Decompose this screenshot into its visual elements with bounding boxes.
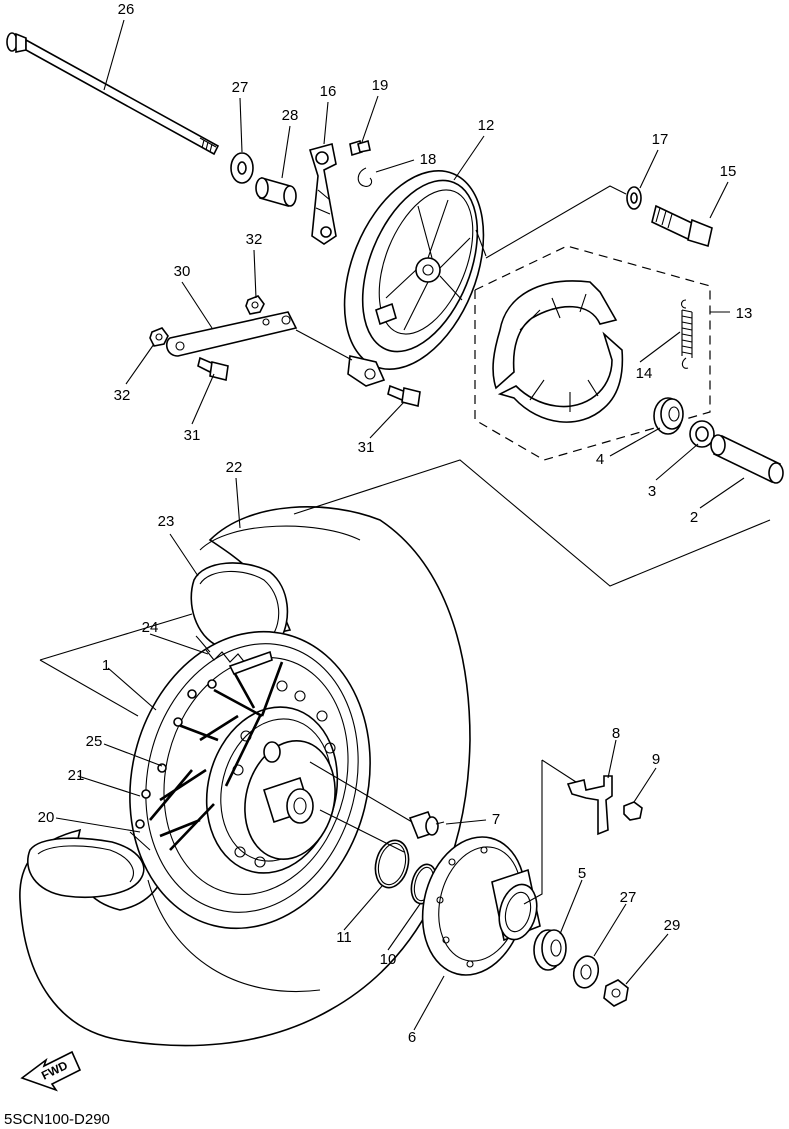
washer-top-part <box>230 152 254 184</box>
forward-arrow-icon: FWD <box>20 1050 82 1092</box>
callout-31-left: 31 <box>184 427 201 444</box>
callout-13: 13 <box>736 305 753 322</box>
leader-lines <box>55 19 745 1031</box>
callout-12: 12 <box>478 117 495 134</box>
callout-10: 10 <box>380 951 397 968</box>
spokes-part <box>149 661 284 851</box>
callout-24: 24 <box>142 619 159 636</box>
rim-band-part <box>195 635 273 675</box>
callout-26: 26 <box>118 1 135 18</box>
callout-17: 17 <box>652 131 669 148</box>
brake-lever-part <box>308 143 337 245</box>
locking-plate-part <box>566 775 613 836</box>
callout-29: 29 <box>664 917 681 934</box>
clutch-hub-part <box>421 836 541 976</box>
tube-band-part <box>27 831 151 899</box>
bolt-31-right-part <box>387 384 421 407</box>
callout-27-top: 27 <box>232 79 249 96</box>
callout-7: 7 <box>492 811 500 828</box>
assembly-guide-lines <box>39 185 771 905</box>
spoke-nipples-part <box>135 679 217 829</box>
callout-8: 8 <box>612 725 620 742</box>
callout-22: 22 <box>226 459 243 476</box>
tension-bar-part <box>165 311 298 357</box>
bearing-5-part <box>533 929 567 971</box>
nut-32-left-part <box>149 327 169 347</box>
callout-23: 23 <box>158 513 175 530</box>
callout-5: 5 <box>578 865 586 882</box>
callout-20: 20 <box>38 809 55 826</box>
hub-part <box>244 740 336 860</box>
callout-2: 2 <box>690 509 698 526</box>
callout-16: 16 <box>320 83 337 100</box>
callout-11: 11 <box>336 929 352 946</box>
axle-part <box>6 32 220 156</box>
callout-21: 21 <box>68 767 85 784</box>
camshaft-part <box>651 204 713 248</box>
callout-27-bottom: 27 <box>620 889 637 906</box>
callout-15: 15 <box>720 163 737 180</box>
bolt-31-left-part <box>197 356 229 381</box>
callout-25: 25 <box>86 733 103 750</box>
brake-shoe-plate-part <box>343 170 487 387</box>
clip-part <box>357 167 373 187</box>
nut-9-part <box>623 801 643 821</box>
callout-1: 1 <box>102 657 110 674</box>
callout-9: 9 <box>652 751 660 768</box>
o-ring-11-part <box>374 839 410 889</box>
brake-shoes-part <box>492 280 624 423</box>
callout-32-top: 32 <box>246 231 263 248</box>
callout-14: 14 <box>636 365 653 382</box>
bolt-19-part <box>349 139 371 157</box>
callout-28: 28 <box>282 107 299 124</box>
nut-32-top-part <box>245 295 265 315</box>
callout-31-right: 31 <box>358 439 375 456</box>
callout-30: 30 <box>174 263 191 280</box>
diagram-code: 5SCN100-D290 <box>4 1111 110 1128</box>
brake-shoe-kit-outline <box>474 245 711 461</box>
spacer-part <box>710 434 784 484</box>
nut-29-part <box>603 979 629 1007</box>
callout-18: 18 <box>420 151 437 168</box>
collar-part <box>255 176 297 208</box>
callout-32-left: 32 <box>114 387 131 404</box>
seal-17-part <box>626 186 642 210</box>
bearing-4-part <box>653 397 684 435</box>
callout-19: 19 <box>372 77 389 94</box>
callout-4: 4 <box>596 451 604 468</box>
washer-bottom-part <box>572 955 600 989</box>
seal-3-part <box>689 420 715 448</box>
callout-6: 6 <box>408 1029 416 1046</box>
callout-3: 3 <box>648 483 656 500</box>
damper-part <box>408 811 445 839</box>
callout-labels: 26 27 28 16 19 18 12 17 15 32 30 13 14 3… <box>38 1 753 1046</box>
spring-part <box>680 299 693 369</box>
